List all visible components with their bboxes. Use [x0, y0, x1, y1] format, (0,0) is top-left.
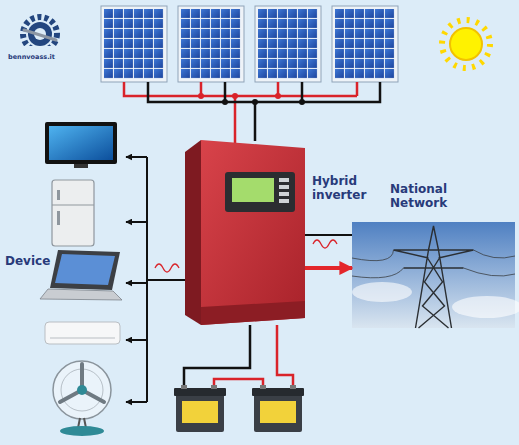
sun-rays — [442, 20, 490, 68]
device-arrow — [126, 156, 147, 158]
node-label: National Network — [390, 182, 462, 210]
fan-guard — [53, 361, 111, 419]
solar-panels — [101, 6, 398, 82]
node-shape — [185, 140, 305, 325]
sun — [442, 20, 490, 68]
solar-panel-frame — [178, 6, 244, 82]
wire-junction — [299, 99, 305, 105]
battery-wiring — [184, 325, 293, 390]
wire-junction — [275, 93, 281, 99]
wire-junction — [232, 93, 238, 99]
fridge-door-line — [52, 204, 94, 205]
battery-terminal — [181, 385, 187, 389]
battery — [174, 385, 226, 432]
tv-screen — [49, 126, 113, 160]
laptop — [40, 250, 122, 300]
logo — [18, 17, 64, 54]
laptop-screen — [55, 254, 115, 285]
sun-disc — [450, 28, 482, 60]
air-conditioner — [45, 322, 120, 344]
hybrid-inverter: Hybrid inverter — [185, 140, 305, 325]
battery-terminal — [290, 385, 296, 389]
national-grid: National Network — [352, 222, 515, 328]
bus-feed — [147, 279, 185, 281]
inverter-bottom-strip — [201, 301, 305, 325]
wire-junction — [252, 99, 258, 105]
device-arrow — [126, 401, 147, 403]
inverter-button — [279, 178, 289, 182]
fan-blades — [60, 364, 104, 402]
fan-hub — [77, 385, 87, 395]
battery-lid — [252, 388, 304, 396]
fridge-body — [52, 180, 94, 246]
solar-panel-frame — [332, 6, 398, 82]
ac-wave-symbol — [313, 240, 337, 248]
logo-wrench — [24, 30, 56, 40]
solar-panel-cells — [181, 9, 241, 79]
tv-frame — [45, 122, 117, 164]
laptop-lid — [50, 250, 120, 290]
fridge — [52, 180, 94, 246]
ac-wave-symbol — [155, 264, 179, 272]
pylon-tower — [394, 226, 474, 328]
solar-panel-cells — [258, 9, 318, 79]
wire-junction — [198, 93, 204, 99]
battery-body — [254, 392, 302, 432]
inverter-button — [279, 185, 289, 189]
ac-body — [45, 322, 120, 344]
battery-label — [182, 401, 218, 423]
node-label: Hybrid inverter — [312, 174, 374, 202]
device-label: Device — [5, 254, 50, 268]
negative-wire — [148, 82, 380, 141]
inverter-front — [201, 140, 305, 325]
battery-body — [176, 392, 224, 432]
node-shape — [352, 222, 515, 328]
device-arrow — [126, 221, 147, 223]
device-arrow — [126, 339, 147, 341]
wire-junction — [222, 99, 228, 105]
solar-panel-frame — [101, 6, 167, 82]
inverter-button — [279, 192, 289, 196]
fridge-handle — [57, 190, 60, 200]
panel-wiring — [124, 82, 380, 143]
inverter-side — [185, 140, 201, 325]
device-bus — [126, 157, 185, 402]
fridge-handle — [57, 211, 60, 225]
battery-terminal — [260, 385, 266, 389]
battery — [252, 385, 304, 432]
ac-vent — [50, 338, 115, 339]
battery-lid — [174, 388, 226, 396]
cloud — [452, 296, 519, 318]
solar-panel-cells — [104, 9, 164, 79]
flow-arrow — [305, 266, 352, 270]
inverter-display-panel — [225, 172, 295, 212]
tv-stand — [74, 164, 88, 168]
positive-wire — [124, 82, 357, 143]
inverter-button — [279, 199, 289, 203]
watermark: bennvoass.it — [8, 53, 55, 61]
battery-label — [260, 401, 296, 423]
positive-wire — [277, 325, 293, 390]
solar-panel-cells — [335, 9, 395, 79]
tv — [45, 122, 117, 168]
battery-terminal — [211, 385, 217, 389]
cloud — [352, 282, 412, 302]
solar-panel-frame — [255, 6, 321, 82]
fan — [53, 361, 111, 436]
power-lines — [352, 250, 515, 278]
grid-line — [305, 234, 352, 236]
laptop-base — [40, 289, 122, 300]
fan-base — [60, 426, 104, 436]
logo-mask — [18, 46, 64, 54]
logo-gear — [23, 17, 57, 51]
inverter-lcd — [232, 178, 274, 202]
device-arrow — [126, 282, 147, 284]
